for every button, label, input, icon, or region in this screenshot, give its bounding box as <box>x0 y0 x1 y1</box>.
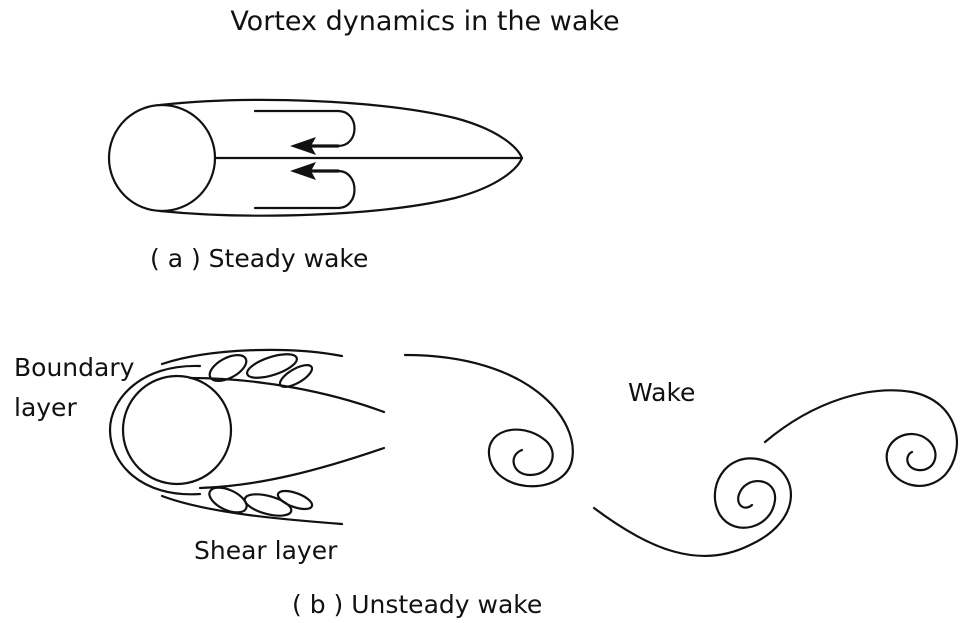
boundary-layer-label-line2: layer <box>14 388 134 428</box>
upper-shear-vortex-2 <box>244 349 299 382</box>
shear-layer-label: Shear layer <box>194 536 337 565</box>
lower-shear-layer-inner <box>200 448 384 488</box>
upper-recirculation-loop <box>255 111 355 146</box>
boundary-layer-label: Boundary layer <box>14 348 134 428</box>
cylinder-a <box>109 105 215 211</box>
lower-shear-layer-outer <box>162 496 342 524</box>
lower-recirculation-loop <box>255 171 355 208</box>
boundary-layer-label-line1: Boundary <box>14 348 134 388</box>
unsteady-wake-figure <box>110 349 957 556</box>
wake-vortex-1 <box>405 355 573 486</box>
steady-wake-figure <box>109 100 522 216</box>
caption-unsteady-wake: ( b ) Unsteady wake <box>292 590 542 619</box>
caption-steady-wake: ( a ) Steady wake <box>150 244 368 273</box>
wake-label: Wake <box>628 378 695 407</box>
upper-shear-layer-outer <box>162 350 342 364</box>
wake-vortex-3 <box>765 390 957 486</box>
upper-shear-vortex-3 <box>277 361 315 391</box>
cylinder-b <box>123 376 231 484</box>
lower-shear-vortex-3 <box>276 487 315 512</box>
wake-vortex-2 <box>594 458 791 556</box>
